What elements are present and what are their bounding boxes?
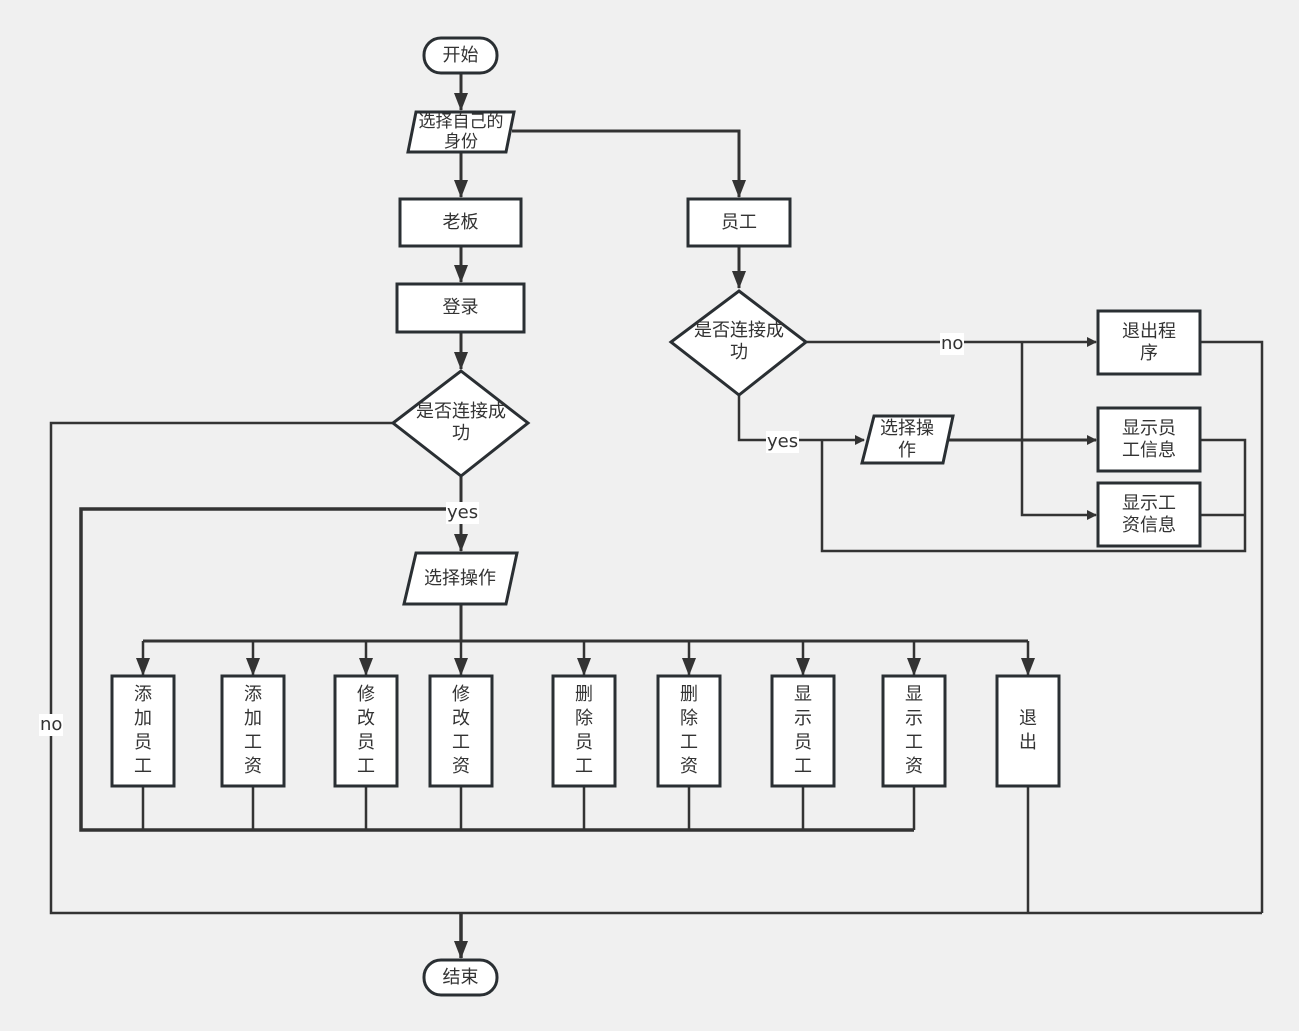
op-node-shape — [551, 674, 617, 788]
op-node-shape — [656, 674, 722, 788]
op-node-shape — [995, 674, 1061, 788]
op-node-shape — [110, 674, 176, 788]
op-node-label: 修改工资 — [451, 684, 470, 777]
employee-node-shape — [686, 197, 792, 248]
identity-input: 选择自己的身份 — [418, 112, 504, 152]
op-node-label: 删除员工 — [574, 684, 593, 777]
emp-no-label: no — [940, 333, 965, 355]
op-node-label: 删除工资 — [679, 684, 698, 777]
op-node-shape — [770, 674, 836, 788]
end-node-shape — [422, 958, 499, 997]
op-node: 添加工资 — [222, 676, 284, 786]
start-node: 开始 — [442, 44, 479, 66]
op-node: 退出 — [997, 676, 1059, 786]
op-node: 添加员工 — [112, 676, 174, 786]
op-node-label: 显示工资 — [904, 684, 923, 777]
op-node: 修改员工 — [335, 676, 397, 786]
op-node-shape — [333, 674, 399, 788]
end-node: 结束 — [442, 966, 479, 988]
show-emp-info-node: 显示员工信息 — [1122, 417, 1176, 461]
op-node-shape — [428, 674, 494, 788]
edge-boss-no — [49, 421, 1262, 915]
identity-input-shape — [406, 110, 516, 154]
exit-program-node: 退出程序 — [1122, 320, 1176, 364]
boss-node-shape — [398, 197, 523, 248]
start-node-shape — [422, 36, 499, 75]
emp-decision: 是否连接成功 — [694, 320, 784, 363]
edge-identity-employee — [512, 129, 746, 198]
emp-select-op-shape — [860, 414, 955, 465]
op-node-label: 添加员工 — [133, 684, 152, 777]
show-salary-info-node: 显示工资信息 — [1122, 492, 1176, 536]
exit-program-shape — [1096, 309, 1202, 376]
op-node-label: 退出 — [1018, 708, 1037, 753]
login-node: 登录 — [442, 297, 479, 318]
op-node-shape — [881, 674, 947, 788]
boss-select-op-shape — [402, 551, 519, 606]
show-emp-info-shape — [1096, 406, 1202, 473]
op-node-label: 显示员工 — [793, 684, 812, 777]
op-node-label: 修改员工 — [356, 684, 375, 777]
login-node-shape — [395, 282, 526, 334]
boss-select-op: 选择操作 — [424, 567, 496, 589]
boss-node: 老板 — [442, 211, 479, 233]
employee-node: 员工 — [721, 211, 757, 233]
op-node-label: 添加工资 — [243, 684, 262, 777]
emp-decision-shape — [668, 289, 809, 397]
emp-select-op: 选择操作 — [880, 417, 934, 461]
op-node: 删除员工 — [553, 676, 615, 786]
edge-boss-loop — [79, 507, 914, 832]
boss-decision-shape — [390, 369, 531, 478]
boss-yes-label: yes — [446, 502, 480, 524]
op-node: 修改工资 — [430, 676, 492, 786]
boss-no-label: no — [39, 714, 64, 736]
op-node: 显示员工 — [772, 676, 834, 786]
boss-decision: 是否连接成功 — [416, 401, 506, 444]
op-node: 显示工资 — [883, 676, 945, 786]
edge-emp-yes — [737, 395, 865, 445]
show-salary-info-shape — [1096, 481, 1202, 548]
emp-yes-label: yes — [766, 431, 800, 453]
op-node: 删除工资 — [658, 676, 720, 786]
op-node-shape — [220, 674, 286, 788]
